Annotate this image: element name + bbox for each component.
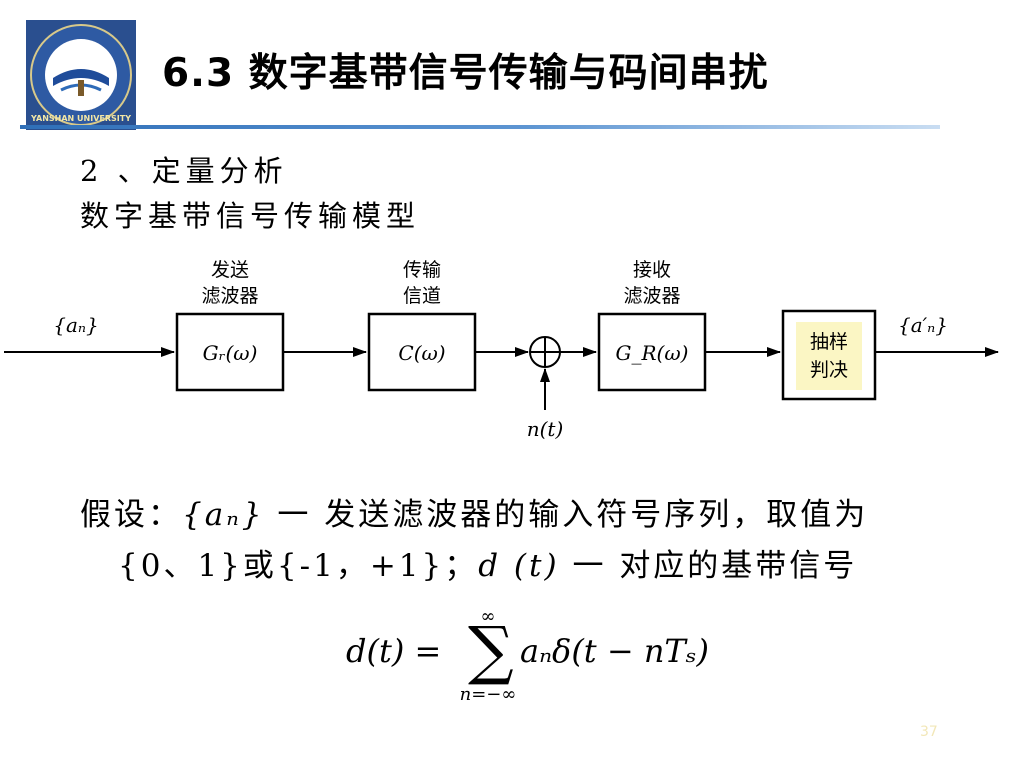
- assumption-desc-2: 对应的基带信号: [619, 548, 858, 584]
- section-heading: 2 、定量分析: [80, 154, 288, 188]
- title-divider: [20, 125, 940, 129]
- university-logo-icon: YANSHAN UNIVERSITY: [26, 20, 136, 130]
- assumption-values: {0、1}或{-1，+1}；: [118, 548, 479, 584]
- logo-text: YANSHAN UNIVERSITY: [30, 114, 131, 123]
- noise-label: n(t): [527, 417, 564, 441]
- page-number: 37: [920, 724, 938, 740]
- tx-filter-label-top: 发送: [211, 259, 249, 281]
- summation-icon: ∑: [468, 614, 514, 688]
- assumption-line-2: {0、1}或{-1，+1}；d (t) 一 对应的基带信号: [118, 540, 857, 585]
- channel-label-bottom: 信道: [403, 285, 441, 307]
- baseband-signal-formula: d(t) = ∑ ∞ n=−∞ aₙδ(t − nTₛ): [346, 606, 709, 705]
- tx-filter-func: Gᵣ(ω): [203, 341, 258, 365]
- rx-filter-label-top: 接收: [633, 259, 671, 281]
- input-sequence-label: {aₙ}: [53, 313, 98, 337]
- formula-term: aₙδ(t − nTₛ): [520, 632, 709, 670]
- assumption-dash-2: 一: [559, 548, 620, 584]
- decision-fill: [796, 322, 862, 390]
- tx-filter-label-bottom: 滤波器: [201, 285, 258, 307]
- decision-label-line1: 抽样: [810, 331, 848, 353]
- formula-upper-limit: ∞: [481, 606, 496, 627]
- formula-lhs: d(t) =: [346, 632, 441, 670]
- model-heading: 数字基带信号传输模型: [80, 199, 421, 233]
- assumption-dt: d (t): [478, 548, 560, 584]
- page-title: 6.3 数字基带信号传输与码间串扰: [162, 51, 769, 96]
- decision-block: [781, 309, 877, 401]
- rx-filter-func: G_R(ω): [616, 341, 689, 365]
- formula-lower-limit: n=−∞: [460, 684, 517, 705]
- assumption-dash-1: 一: [264, 497, 325, 533]
- assumption-line-1: 假设：{aₙ} 一 发送滤波器的输入符号序列，取值为: [80, 489, 868, 534]
- assumption-prefix: 假设：: [80, 497, 182, 533]
- decision-label-line2: 判决: [810, 359, 848, 381]
- channel-label-top: 传输: [403, 259, 441, 281]
- baseband-transmission-diagram: 发送 滤波器 传输 信道 接收 滤波器 抽样 判决 Gᵣ(ω) C(ω) G_R…: [4, 259, 999, 441]
- output-sequence-label: {a′ₙ}: [898, 313, 948, 337]
- assumption-an: {aₙ}: [182, 497, 265, 533]
- rx-filter-label-bottom: 滤波器: [623, 285, 680, 307]
- assumption-desc-1: 发送滤波器的输入符号序列，取值为: [324, 497, 869, 533]
- channel-func: C(ω): [398, 341, 445, 365]
